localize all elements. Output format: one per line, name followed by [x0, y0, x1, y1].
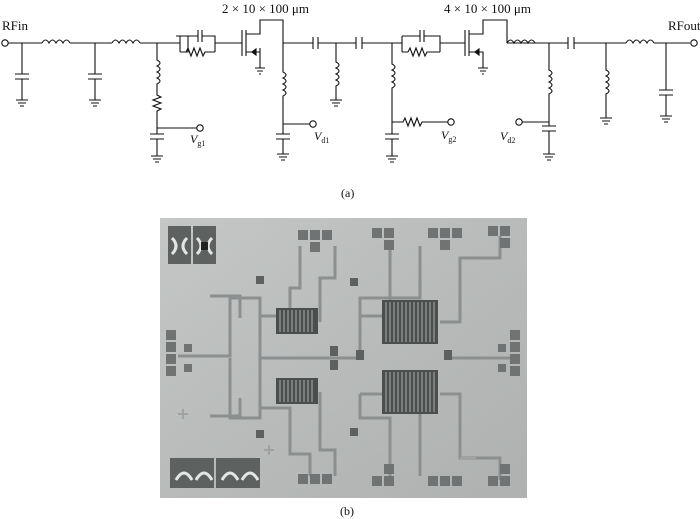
rfout-label: RFout	[668, 18, 700, 33]
transistor-array-stage2-bottom	[382, 370, 438, 414]
series-inductor-2	[111, 39, 141, 45]
series-capacitor-1	[312, 37, 319, 49]
test-structure-bottom-left	[170, 458, 260, 488]
bond-pads	[166, 226, 520, 486]
vd1-terminal	[309, 120, 317, 128]
series-capacitor-2	[355, 37, 363, 49]
vg1-terminal	[196, 124, 204, 132]
mim-capacitors	[256, 276, 452, 438]
vd1-label: Vd1	[314, 129, 329, 145]
transistor-2	[460, 19, 508, 75]
rc-network-1	[179, 30, 216, 58]
shunt-capacitor-2	[88, 43, 102, 107]
interstage-shunt-inductor	[330, 43, 342, 107]
transistor-1	[237, 19, 284, 75]
rfout-port-terminal	[690, 39, 698, 47]
series-capacitor-3	[567, 37, 575, 49]
gate-bias-network-1	[150, 43, 197, 163]
test-structure-top-left	[168, 226, 216, 264]
device2-size-label: 4 × 10 × 100 μm	[444, 1, 531, 16]
vg2-label: Vg2	[441, 128, 456, 144]
series-inductor-3	[506, 39, 536, 45]
transistor-array-stage1-top	[276, 308, 318, 334]
gate-bias-network-2	[385, 43, 448, 163]
vg1-label: Vg1	[190, 132, 205, 148]
transistor-array-stage1-bottom	[276, 378, 318, 404]
vd2-terminal	[515, 118, 523, 126]
amplifier-schematic: RFin RFout 2 × 10 × 100 μm 4 × 10 × 100 …	[1, 1, 700, 163]
caption-a: (a)	[341, 186, 355, 200]
series-inductor-1	[41, 39, 71, 45]
rfin-port-terminal	[1, 39, 9, 47]
shunt-capacitor-1	[15, 43, 29, 107]
series-inductor-4	[625, 39, 655, 45]
rfin-label: RFin	[2, 18, 29, 33]
shunt-capacitor-3	[659, 43, 673, 123]
vd2-label: Vd2	[500, 129, 515, 145]
drain-bias-network-1	[276, 43, 310, 161]
rc-network-2	[401, 30, 441, 58]
output-shunt-inductor	[600, 43, 612, 125]
transistor-array-stage2-top	[382, 300, 438, 344]
mmic-chip-photo	[160, 218, 527, 498]
alignment-marks	[178, 409, 476, 459]
vg2-terminal	[447, 118, 455, 126]
main-signal-line	[8, 35, 690, 53]
device1-size-label: 2 × 10 × 100 μm	[222, 1, 309, 16]
caption-b: (b)	[340, 504, 354, 518]
drain-bias-network-2	[522, 43, 556, 161]
